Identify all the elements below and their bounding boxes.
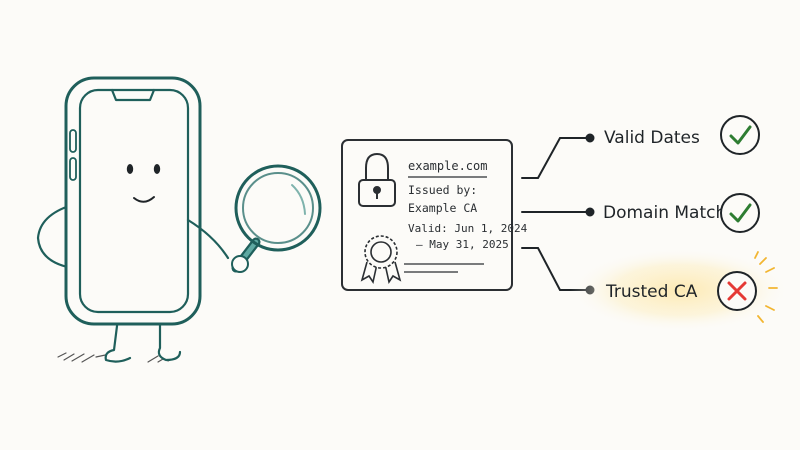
left-eye: [126, 164, 134, 174]
certificate-valid-from: Valid: Jun 1, 2024: [408, 222, 528, 235]
checkmark-icon: [720, 193, 760, 233]
left-arm: [36, 203, 74, 270]
smile: [133, 196, 155, 203]
phone-screen: [78, 88, 190, 314]
check-label-domain-match: Domain Match: [603, 203, 726, 223]
phone-side-button: [69, 129, 77, 153]
certificate-valid-to: – May 31, 2025: [416, 238, 509, 251]
check-label-valid-dates: Valid Dates: [604, 128, 700, 148]
connector-dot: [585, 207, 595, 217]
trusted-ca-highlight: [570, 248, 790, 332]
magnifying-glass-icon: [231, 164, 322, 273]
connector-valid-dates: [521, 137, 589, 179]
check-label-trusted-ca: Trusted CA: [605, 282, 698, 302]
phone-notch: [110, 88, 156, 102]
certificate-domain: example.com: [408, 159, 487, 173]
checkmark-icon: [720, 115, 760, 155]
certificate-issued-by-label: Issued by:: [408, 183, 477, 197]
padlock-icon: [358, 152, 396, 207]
right-arm: [186, 218, 230, 260]
certificate-card: example.com Issued by: Example CA Valid:…: [341, 139, 528, 291]
award-ribbon-icon: [360, 235, 402, 285]
connector-dot: [585, 133, 595, 143]
right-leg: [157, 316, 182, 362]
right-eye: [153, 164, 161, 174]
phone-side-button: [69, 157, 77, 181]
certificate-issuer: Example CA: [408, 201, 477, 215]
left-leg: [104, 316, 132, 363]
phone-character: [36, 76, 322, 363]
alert-sparkles: [754, 251, 778, 323]
phone-body: [64, 76, 202, 326]
connectors: [521, 133, 595, 295]
x-mark-icon: [717, 271, 757, 311]
